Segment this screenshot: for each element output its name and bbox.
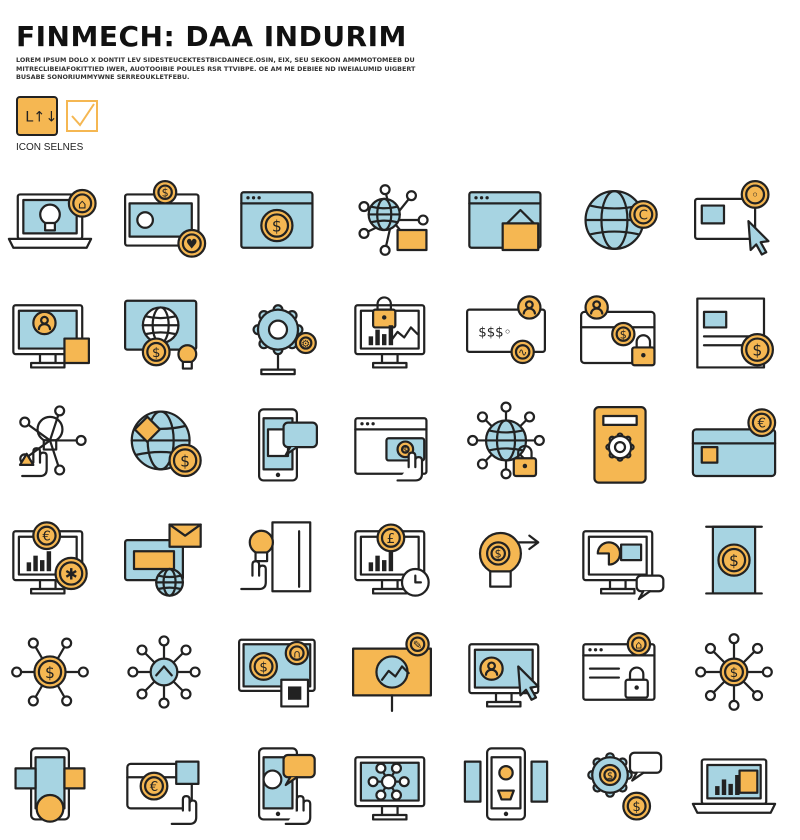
monitor-chart-chat-icon — [570, 509, 670, 609]
checkbox-icon — [66, 100, 98, 132]
chat-cursor-idea-icon: ◦ — [684, 170, 784, 270]
monitor-euro-chart-icon: €✱ — [0, 509, 100, 609]
description-line: LOREM IPSUM DOLO X DONTIT LEV SIDESTEUCE… — [16, 56, 415, 64]
monitor-lock-chart-icon — [342, 283, 442, 383]
svg-text:∩: ∩ — [293, 647, 301, 660]
description-line: BUSABE SONORIUMMYWNE SERREOUKLETFEBU. — [16, 73, 190, 82]
tablet-calculator-chat-icon — [228, 396, 328, 496]
dollar-frame-icon: $ — [684, 509, 784, 609]
svg-text:$: $ — [403, 445, 408, 454]
svg-text:€: € — [42, 530, 50, 545]
svg-text:◦: ◦ — [751, 189, 759, 204]
bulb-hand-ruler-icon — [228, 509, 328, 609]
bulb-hand-network-icon — [0, 396, 100, 496]
money-projector-icon: ✎ — [342, 622, 442, 722]
svg-text:$$$◦: $$$◦ — [478, 325, 511, 340]
monitor-pound-clock-icon: £ — [342, 509, 442, 609]
laptop-chart-doc-icon — [684, 735, 784, 835]
icon-set-label: ICON SELNES — [16, 142, 84, 153]
svg-text:$: $ — [607, 771, 613, 782]
svg-text:⌂: ⌂ — [78, 197, 86, 212]
laptop-lightbulb-bank-icon: ⌂ — [0, 170, 100, 270]
svg-text:⌂: ⌂ — [635, 638, 642, 651]
gear-network-icon: ⚙ — [228, 283, 328, 383]
card-user-lock-icon: $ — [570, 283, 670, 383]
svg-text:$: $ — [632, 800, 640, 815]
card-euro-touch-icon: € — [114, 735, 214, 835]
monitor-user-cursor-icon — [456, 622, 556, 722]
monitor-user-box-icon — [0, 283, 100, 383]
svg-text:$: $ — [495, 548, 502, 561]
dollar-network-icon: $ — [684, 622, 784, 722]
svg-text:⚙: ⚙ — [301, 339, 310, 350]
svg-text:£: £ — [387, 532, 395, 547]
globe-network-lock-icon — [456, 396, 556, 496]
phone-chat-touch-icon — [228, 735, 328, 835]
dollar-cycle-icon: $ — [0, 622, 100, 722]
chip-gear-icon — [570, 396, 670, 496]
browser-lock-icon: ⌂ — [570, 622, 670, 722]
svg-text:$: $ — [152, 346, 160, 361]
network-gear-icon — [114, 622, 214, 722]
certificate-money-icon: $♥ — [114, 170, 214, 270]
monitor-coin-icon: $ — [228, 170, 328, 270]
document-dollar-icon: $ — [684, 283, 784, 383]
svg-text:♥: ♥ — [186, 237, 198, 252]
description: LOREM IPSUM DOLO X DONTIT LEV SIDESTEUCE… — [16, 56, 486, 82]
svg-text:$: $ — [620, 328, 627, 341]
monitor-dollar-user-icon: $$$◦ ∿ — [456, 283, 556, 383]
svg-text:$: $ — [180, 452, 190, 470]
svg-text:$: $ — [730, 666, 738, 681]
svg-text:✱: ✱ — [65, 565, 78, 583]
svg-text:$: $ — [45, 664, 55, 682]
monitor-dollar-lock-icon: $∩ — [228, 622, 328, 722]
browser-money-hand-icon: $ — [342, 396, 442, 496]
svg-text:$: $ — [272, 217, 282, 235]
svg-text:∿: ∿ — [518, 346, 527, 359]
money-globe-mail-icon — [114, 509, 214, 609]
bulb-dollar-arrows-icon: $ — [456, 509, 556, 609]
badge-label: L↑↓ — [25, 109, 56, 125]
svg-text:€: € — [758, 417, 766, 432]
svg-text:$: $ — [162, 186, 169, 199]
svg-text:$: $ — [729, 552, 739, 570]
card-euro-icon: € — [684, 396, 784, 496]
browser-basket-icon — [456, 170, 556, 270]
globe-currency-icon: C — [570, 170, 670, 270]
svg-text:$: $ — [259, 661, 267, 676]
svg-text:C: C — [639, 209, 648, 224]
phone-money-arrows-icon — [0, 735, 100, 835]
icon-grid: ⌂$♥$C◦$⚙$$$◦∿$$$$€€✱£$$$$∩✎⌂$€$$ — [0, 170, 800, 825]
svg-text:$: $ — [752, 342, 762, 360]
badge-chart-icon: L↑↓ — [16, 96, 58, 136]
svg-text:✎: ✎ — [413, 638, 422, 651]
description-line: MITRECLIBEIAFOKITTIED IWER, AUOTOOIBIE P… — [16, 64, 416, 73]
page-title: FINMECH: DAA INDURIM — [16, 20, 407, 53]
globe-dollar-bulb-icon: $ — [114, 283, 214, 383]
svg-text:€: € — [150, 780, 158, 795]
phone-contract-icon — [456, 735, 556, 835]
globe-network-laptop-icon — [342, 170, 442, 270]
gear-dollar-chat-icon: $$ — [570, 735, 670, 835]
monitor-network-icon — [342, 735, 442, 835]
globe-dollar-icon: $ — [114, 396, 214, 496]
